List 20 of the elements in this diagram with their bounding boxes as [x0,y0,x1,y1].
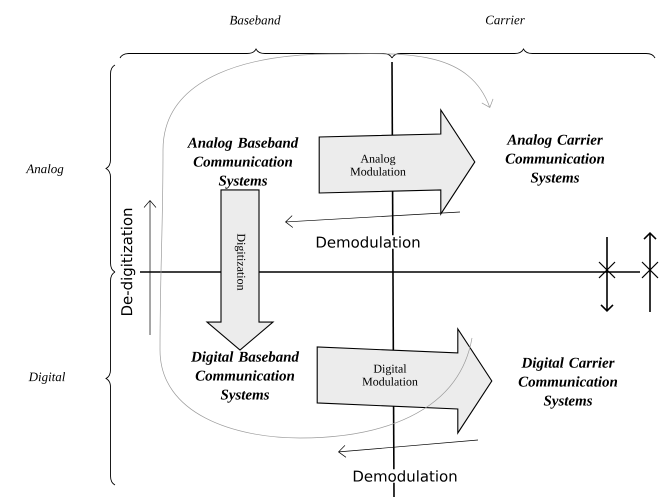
block-arrow [316,327,492,435]
system-label: Digital Carrier Communication Systems [518,357,618,409]
block-arrow [206,189,274,351]
axis-label: Baseband [230,15,281,25]
edge-label: Demodulation [314,235,422,249]
axis-label: Analog [26,164,64,176]
edge-label: Demodulation [351,469,459,483]
axis-label: Digital [28,372,66,384]
arrow-label: Analog Modulation [350,154,406,176]
block-arrow [318,108,476,216]
axis-label: Carrier [486,16,525,24]
edge-label: De-digitization [120,206,136,318]
system-label: Analog Carrier Communication Systems [506,134,604,186]
arrow [285,212,460,228]
arrow-label: Digital Modulation [362,364,418,386]
system-label: Analog Baseband Communication Systems [187,137,298,189]
system-label: Digital Baseband Communication Systems [190,351,300,403]
arrow-label: Digitization [234,234,246,290]
arrow [338,440,478,458]
arrow [144,200,156,336]
